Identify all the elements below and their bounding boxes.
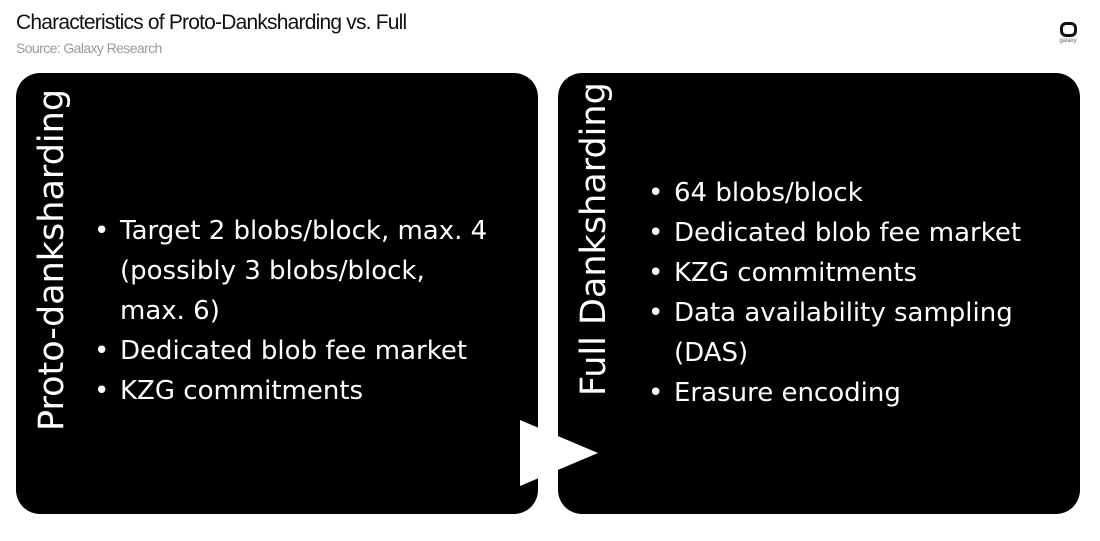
bullet-item: Erasure encoding — [648, 373, 1048, 413]
bullet-item: 64 blobs/block — [648, 173, 1048, 213]
bullet-item: Dedicated blob fee market — [94, 331, 494, 371]
bullet-item: Target 2 blobs/block, max. 4 (possibly 3… — [94, 211, 494, 331]
page-title: Characteristics of Proto-Danksharding vs… — [16, 11, 407, 34]
bullet-item: KZG commitments — [648, 253, 1048, 293]
logo-text: galaxy — [1059, 38, 1077, 44]
full-danksharding-panel: Full Danksharding 64 blobs/block Dedicat… — [558, 73, 1080, 514]
proto-heading: Proto-danksharding — [32, 88, 72, 431]
full-bullets: 64 blobs/block Dedicated blob fee market… — [648, 173, 1048, 413]
bullet-item: KZG commitments — [94, 371, 494, 411]
proto-danksharding-panel: Proto-danksharding Target 2 blobs/block,… — [16, 73, 538, 514]
full-heading: Full Danksharding — [574, 82, 614, 396]
bullet-item: Dedicated blob fee market — [648, 213, 1048, 253]
bullet-item: Data availability sampling (DAS) — [648, 293, 1048, 373]
source-note: Source: Galaxy Research — [16, 40, 162, 56]
arrow-right-icon — [520, 420, 598, 486]
proto-bullets: Target 2 blobs/block, max. 4 (possibly 3… — [94, 211, 494, 411]
galaxy-logo-icon — [1059, 22, 1077, 37]
galaxy-logo: galaxy — [1058, 22, 1078, 44]
